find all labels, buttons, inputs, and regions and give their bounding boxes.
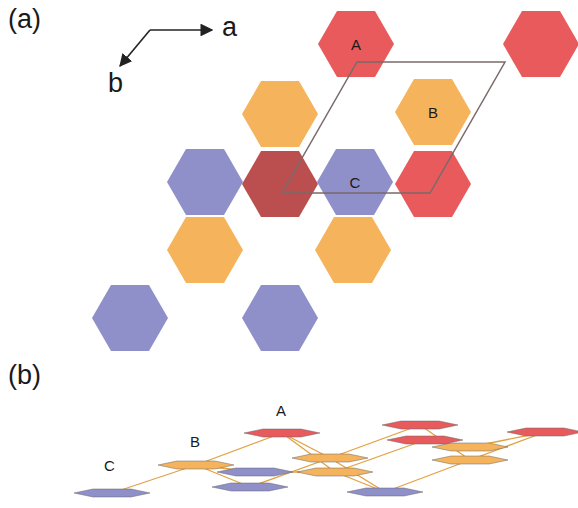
hexagon-node: C <box>317 149 393 215</box>
axis-label: b <box>108 70 123 97</box>
site-label: B <box>395 104 471 121</box>
flat-hexagon <box>347 488 423 496</box>
axis-label: a <box>222 14 237 41</box>
flat-hexagon <box>292 454 368 462</box>
hexagon <box>242 81 318 147</box>
hexagon <box>167 217 243 283</box>
bond-line <box>196 433 282 465</box>
hexagon <box>395 151 471 217</box>
flat-hexagon <box>382 421 458 429</box>
hexagon <box>242 285 318 351</box>
flat-hexagon <box>432 456 508 464</box>
bond-line <box>385 460 470 492</box>
panel-label: (b) <box>8 362 41 389</box>
site-label: A <box>318 36 394 53</box>
hexagon-node: A <box>318 11 394 77</box>
hexagon-fill <box>395 79 471 145</box>
site-label: B <box>190 434 200 449</box>
bond-line <box>282 433 335 472</box>
unit-cell-outline <box>282 62 505 193</box>
flat-hexagon <box>217 468 293 476</box>
flat-hexagon <box>158 461 234 469</box>
flat-hexagon <box>74 489 150 497</box>
flat-hexagon <box>387 436 463 444</box>
flat-hexagon <box>507 428 578 436</box>
site-label: A <box>276 403 286 418</box>
flat-hexagon <box>297 468 373 476</box>
hexagon <box>315 217 391 283</box>
hexagon <box>503 11 578 77</box>
hexagon <box>92 285 168 351</box>
hexagon <box>242 151 318 217</box>
panel-label: (a) <box>8 6 41 33</box>
axis-arrow <box>120 30 150 66</box>
hexagon-fill <box>318 11 394 77</box>
site-label: C <box>104 458 115 473</box>
hexagon-fill <box>317 149 393 215</box>
flat-hexagon <box>212 483 288 491</box>
hexagon-node: B <box>395 79 471 145</box>
hexagon <box>167 149 243 215</box>
site-label: C <box>317 174 393 191</box>
axis-arrow <box>150 29 212 31</box>
flat-hexagon <box>244 429 320 437</box>
